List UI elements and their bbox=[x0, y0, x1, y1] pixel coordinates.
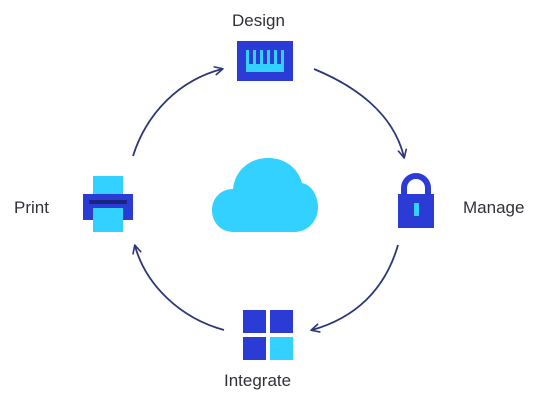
barcode-scanner-icon bbox=[237, 41, 293, 81]
arrow-manage-to-integrate bbox=[310, 244, 399, 333]
node-label-manage: Manage bbox=[463, 198, 525, 217]
arrow-integrate-to-print bbox=[132, 244, 225, 331]
node-label-print: Print bbox=[14, 198, 49, 217]
arrow-print-to-design bbox=[132, 66, 224, 157]
grid-tiles-icon bbox=[243, 310, 293, 360]
arrow-design-to-manage bbox=[313, 68, 408, 159]
printer-icon bbox=[83, 176, 133, 232]
padlock-icon bbox=[398, 173, 434, 228]
cloud-icon bbox=[212, 158, 318, 232]
node-label-design: Design bbox=[232, 11, 285, 30]
node-label-integrate: Integrate bbox=[224, 371, 292, 390]
